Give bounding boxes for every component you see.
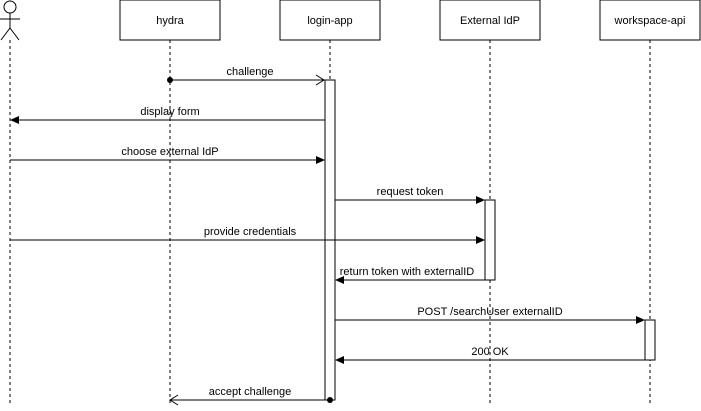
message-display-form	[10, 116, 325, 124]
message-choose-external-idp	[10, 156, 325, 164]
participant-label-hydra: hydra	[156, 15, 184, 27]
message-label-challenge: challenge	[226, 66, 273, 78]
message-label-provide-credentials: provide credentials	[204, 226, 297, 238]
message-label-request-token: request token	[377, 186, 444, 198]
participant-box-external-idp	[439, 0, 541, 41]
message-label-accept-challenge: accept challenge	[209, 386, 292, 398]
participant-label-workspace-api: workspace-api	[614, 15, 686, 27]
actor-icon	[0, 0, 20, 41]
message-label-display-form: display form	[140, 106, 199, 118]
message-post-search-user	[335, 316, 645, 324]
message-label-return-token: return token with externalID	[340, 266, 475, 278]
message-provide-credentials	[10, 236, 485, 244]
message-label-post-search-user: POST /searchUser externalID	[417, 306, 562, 318]
message-label-choose-external-idp: choose external IdP	[121, 146, 218, 158]
participant-label-external-idp: External IdP	[460, 15, 520, 27]
activation-external-idp	[484, 199, 496, 281]
message-label-200-ok: 200 OK	[471, 346, 509, 358]
activation-workspace-api	[644, 319, 656, 361]
participant-box-login-app	[279, 0, 381, 41]
message-request-token	[335, 196, 485, 204]
message-accept-challenge	[169, 394, 333, 406]
message-challenge	[167, 74, 325, 86]
message-return-token	[335, 276, 485, 284]
participant-label-login-app: login-app	[307, 15, 352, 27]
participant-box-workspace-api	[599, 0, 701, 41]
message-200-ok	[335, 356, 645, 364]
participant-box-hydra	[119, 0, 221, 41]
